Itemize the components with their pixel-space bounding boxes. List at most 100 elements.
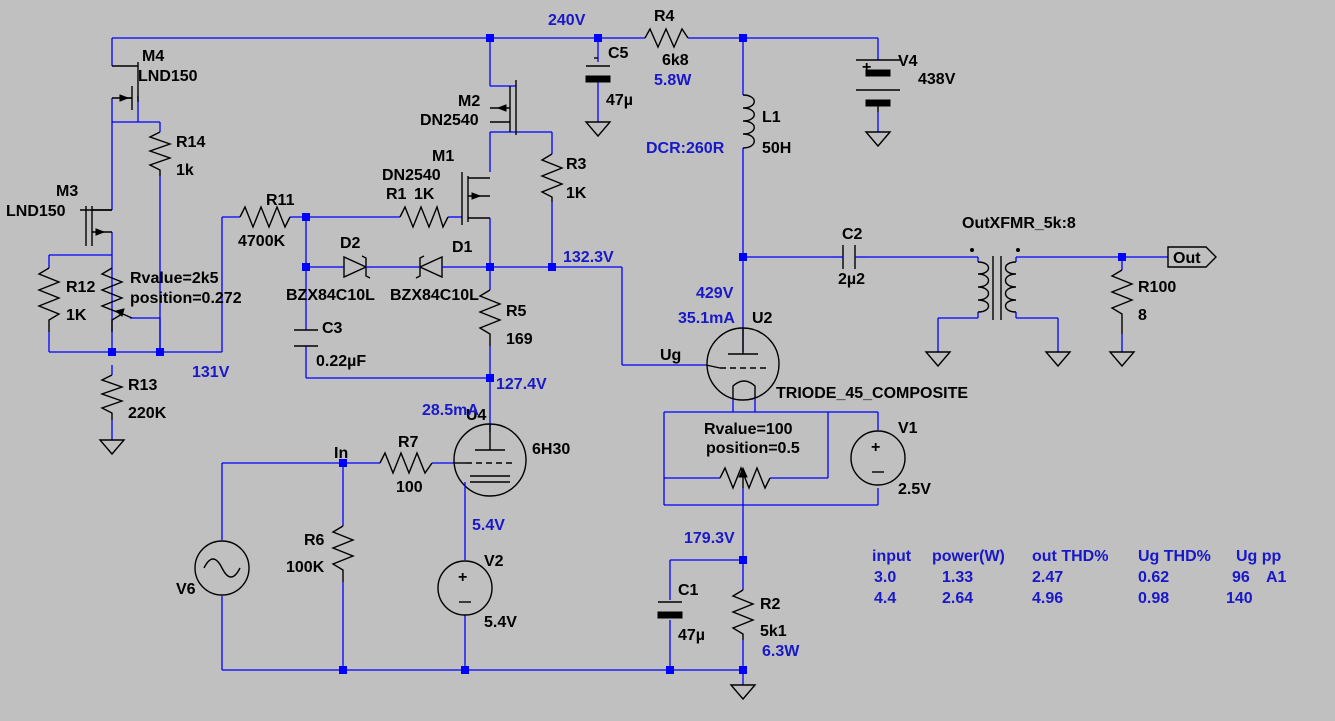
- label-d2-ref: D2: [340, 235, 361, 252]
- label-l1-value: 50H: [762, 140, 791, 157]
- reading-u2-current: 35.1mA: [678, 310, 735, 327]
- label-u4-value: 6H30: [532, 441, 570, 458]
- label-xfmr: OutXFMR_5k:8: [962, 215, 1076, 232]
- resistor-r2[interactable]: [731, 589, 755, 640]
- operating-point-readings: 240V 5.8W DCR:260R 132.3V 131V 429V 35.1…: [192, 12, 800, 660]
- label-pot-u2-line2: position=0.5: [706, 440, 800, 457]
- label-r7-ref: R7: [398, 434, 419, 451]
- triode-u4[interactable]: [453, 423, 527, 497]
- label-r100-value: 8: [1138, 307, 1147, 324]
- net-label-in: In: [334, 445, 348, 462]
- label-m4-ref: M4: [142, 48, 164, 65]
- results-header-out-thd: out THD%: [1032, 548, 1108, 565]
- reading-429v: 429V: [696, 285, 734, 302]
- label-r6-ref: R6: [304, 532, 325, 549]
- label-r13-value: 220K: [128, 405, 167, 422]
- label-pot-r12-line1: Rvalue=2k5: [130, 270, 219, 287]
- label-c2-ref: C2: [842, 226, 863, 243]
- reading-131v: 131V: [192, 364, 230, 381]
- label-r3-value: 1K: [566, 185, 587, 202]
- battery-v4[interactable]: +: [856, 59, 900, 112]
- label-r14-value: 1k: [176, 162, 194, 179]
- label-r11-value: 4700K: [238, 233, 286, 250]
- results-cell: 4.4: [874, 590, 896, 607]
- resistor-r6[interactable]: [331, 525, 355, 582]
- ac-source-v6[interactable]: [194, 540, 250, 596]
- mosfet-m4[interactable]: [112, 62, 139, 110]
- label-r4-value: 6k8: [662, 52, 689, 69]
- results-cell: 2.47: [1032, 569, 1063, 586]
- component-labels: M4 LND150 M3 LND150 M2 DN2540 M1 DN2540 …: [6, 8, 1201, 644]
- label-c2-value: 2µ2: [838, 271, 865, 288]
- resistor-r7[interactable]: [379, 451, 433, 475]
- out-port[interactable]: [1167, 246, 1217, 268]
- potentiometer-u2-hum[interactable]: [719, 466, 771, 490]
- label-r6-value: 100K: [286, 559, 325, 576]
- voltage-source-v2[interactable]: +: [437, 560, 493, 616]
- results-cell: 1.33: [942, 569, 973, 586]
- label-m1-ref: M1: [432, 148, 454, 165]
- label-m3-value: LND150: [6, 203, 66, 220]
- label-d2-value: BZX84C10L: [286, 287, 375, 304]
- label-v4-ref: V4: [898, 53, 918, 70]
- capacitor-c5[interactable]: [585, 57, 611, 83]
- results-cell: 4.96: [1032, 590, 1063, 607]
- label-v2-ref: V2: [484, 553, 504, 570]
- resistor-r11[interactable]: [239, 205, 291, 229]
- zener-d1[interactable]: [414, 255, 446, 279]
- resistor-r12[interactable]: [37, 267, 61, 332]
- capacitor-c3[interactable]: [294, 329, 318, 347]
- resistor-r14[interactable]: [147, 131, 173, 176]
- label-pot-r12-line2: position=0.272: [130, 290, 242, 307]
- label-r14-ref: R14: [176, 134, 205, 151]
- resistor-r13[interactable]: [99, 374, 125, 420]
- label-c3-value: 0.22µF: [316, 353, 366, 370]
- label-m2-value: DN2540: [420, 112, 479, 129]
- resistor-r100[interactable]: [1110, 269, 1134, 334]
- voltage-source-v1[interactable]: +: [850, 430, 906, 486]
- reading-179v: 179.3V: [684, 530, 735, 547]
- label-v1-ref: V1: [898, 420, 918, 437]
- resistor-r4[interactable]: [644, 27, 689, 49]
- results-header-input: input: [872, 548, 912, 565]
- inductor-l1[interactable]: [742, 94, 755, 149]
- label-pot-u2-line1: Rvalue=100: [704, 421, 793, 438]
- label-m4-value: LND150: [138, 68, 198, 85]
- label-u4-ref: U4: [466, 407, 487, 424]
- capacitor-c1[interactable]: [657, 601, 683, 619]
- net-label-out: Out: [1173, 250, 1201, 267]
- potentiometer-r12-bias[interactable]: [100, 267, 133, 332]
- output-transformer[interactable]: [970, 248, 1020, 321]
- label-r5-value: 169: [506, 331, 533, 348]
- resistor-r3[interactable]: [540, 153, 564, 202]
- results-cell: 96: [1232, 569, 1250, 586]
- label-r12-ref: R12: [66, 279, 95, 296]
- results-cell: 2.64: [942, 590, 973, 607]
- reading-r4-power: 5.8W: [654, 72, 692, 89]
- label-r3-ref: R3: [566, 156, 587, 173]
- mosfet-m1[interactable]: [461, 172, 490, 225]
- label-r12-value: 1K: [66, 307, 87, 324]
- results-table: input power(W) out THD% Ug THD% Ug pp 3.…: [872, 548, 1287, 607]
- label-v1-value: 2.5V: [898, 481, 931, 498]
- triode-u2[interactable]: [705, 327, 780, 401]
- reading-127v: 127.4V: [496, 376, 547, 393]
- label-m2-ref: M2: [458, 93, 480, 110]
- mosfet-m3[interactable]: [80, 206, 112, 246]
- label-r11-ref: R11: [266, 192, 295, 209]
- label-c5-ref: C5: [608, 45, 629, 62]
- mosfet-m2[interactable]: [490, 80, 517, 135]
- label-r1-value: 1K: [414, 186, 435, 203]
- label-r7-value: 100: [396, 479, 423, 496]
- zener-d2[interactable]: [340, 255, 372, 279]
- reading-5v4: 5.4V: [472, 517, 505, 534]
- results-cell: 0.98: [1138, 590, 1169, 607]
- resistor-r1[interactable]: [399, 204, 449, 229]
- label-m1-value: DN2540: [382, 167, 441, 184]
- label-r4-ref: R4: [654, 8, 675, 25]
- results-header-ug-thd: Ug THD%: [1138, 548, 1211, 565]
- resistor-r5[interactable]: [478, 289, 502, 346]
- capacitor-c2[interactable]: [832, 245, 866, 269]
- label-c3-ref: C3: [322, 320, 343, 337]
